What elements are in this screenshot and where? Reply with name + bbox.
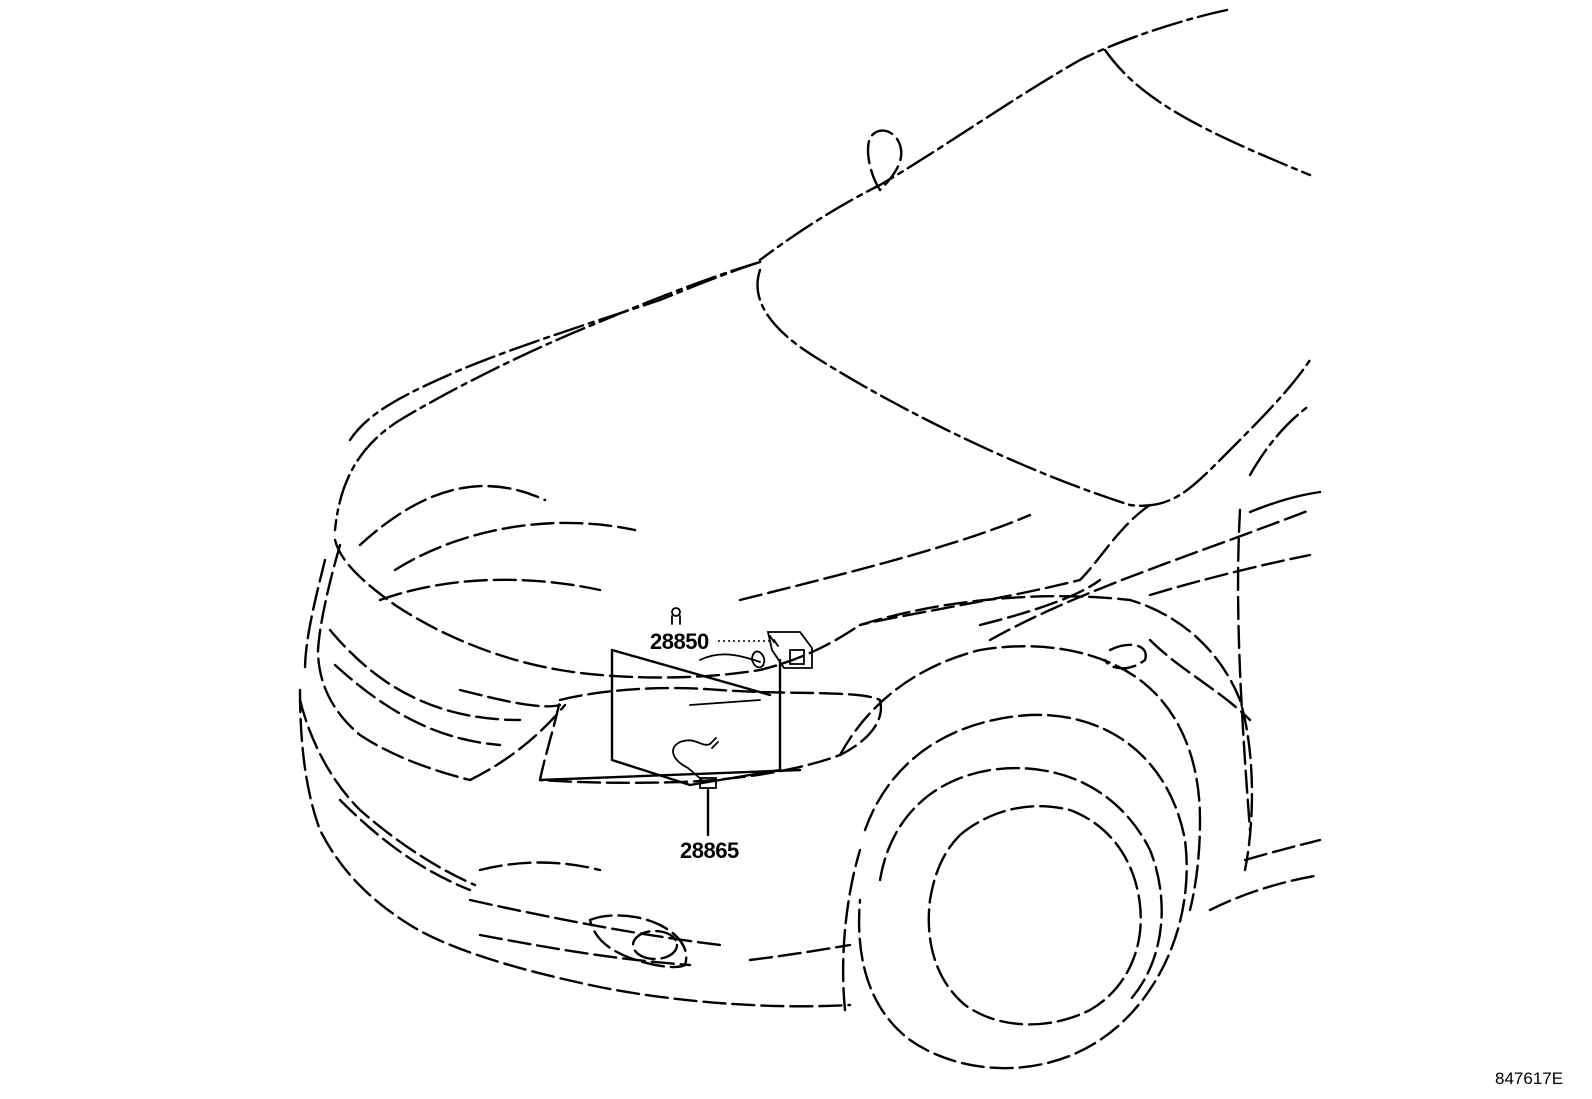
part-28865-component — [672, 737, 719, 789]
car-body-outline — [298, 8, 1322, 1070]
part-label-28850: 28850 — [650, 629, 709, 654]
part-detail-box — [610, 648, 782, 787]
figure-reference: 847617E — [1495, 1069, 1563, 1088]
part-28850-component — [671, 607, 813, 669]
part-label-28865: 28865 — [680, 838, 739, 863]
